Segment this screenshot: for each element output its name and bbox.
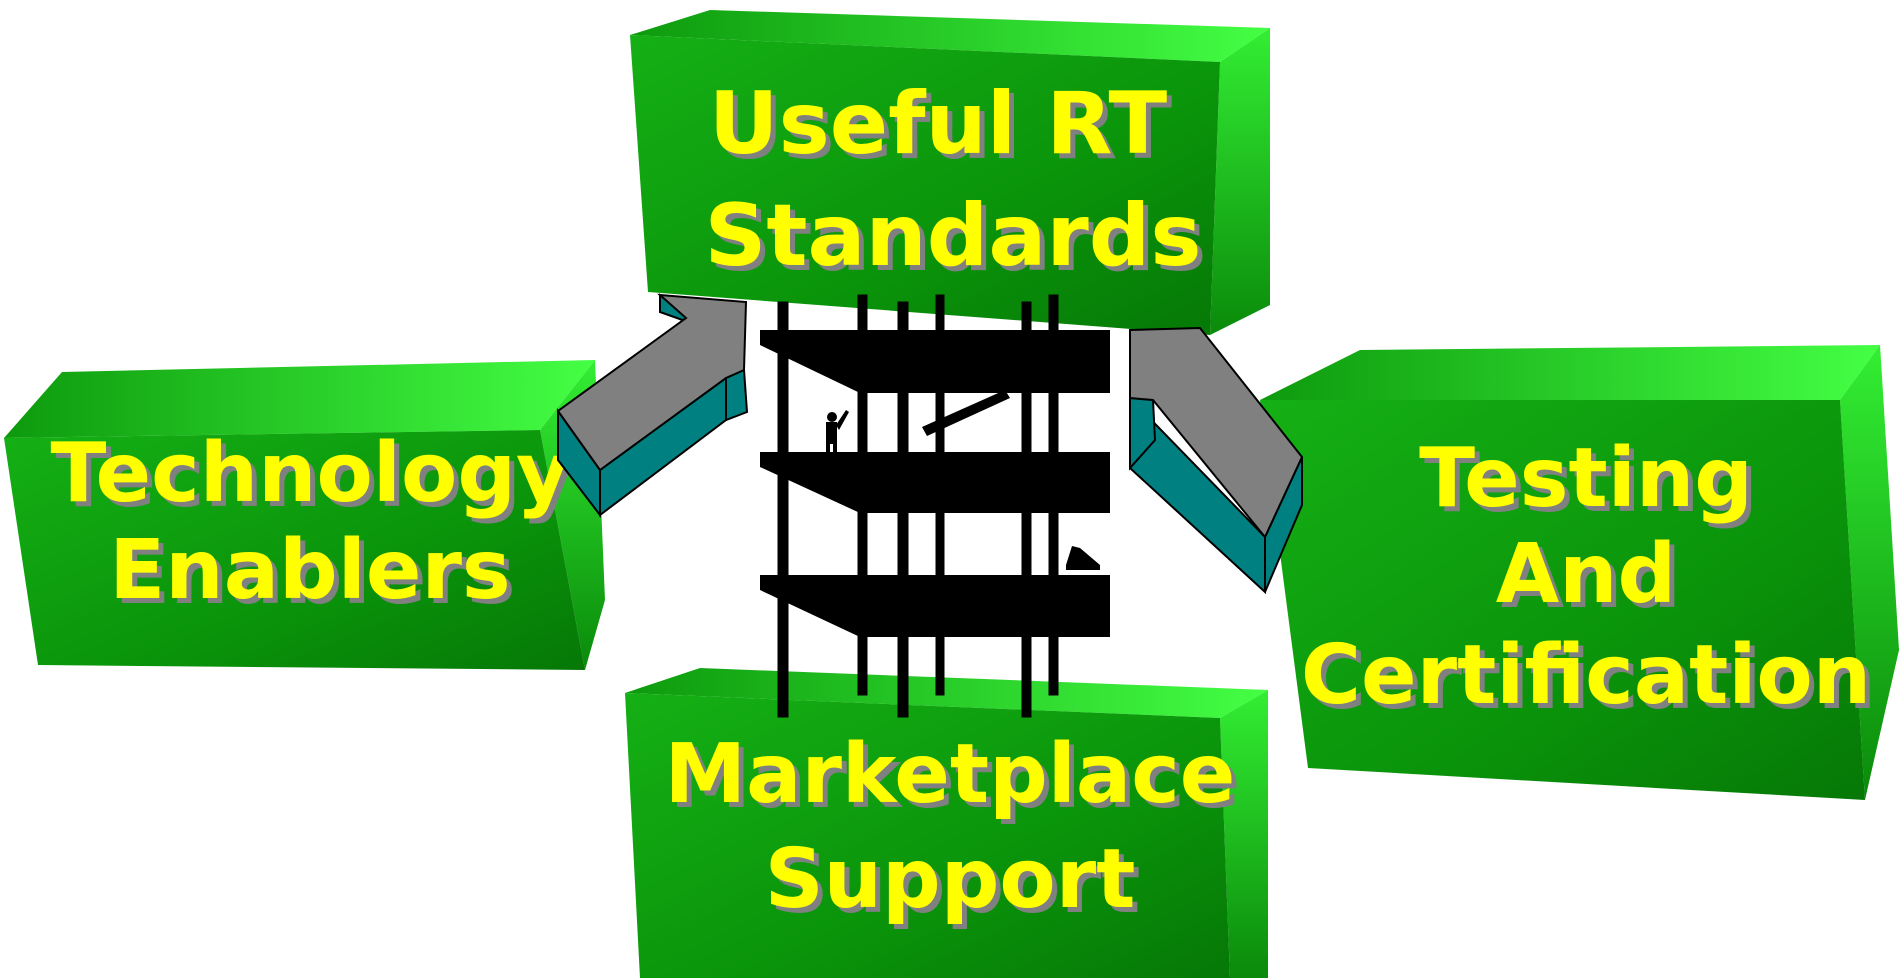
box-label-line-1: Marketplace [665, 727, 1236, 822]
box-top-face [630, 10, 1270, 62]
box-top-face [4, 360, 595, 438]
box-front-face [630, 35, 1220, 335]
box-label-shadow: Technology [56, 431, 575, 526]
arrow-up-left-icon [1129, 326, 1304, 595]
box-side-face [1210, 28, 1270, 335]
box-label-shadow: Useful RT [714, 79, 1173, 179]
building-under-construction-icon [760, 294, 1110, 718]
building-beam [922, 390, 1010, 436]
box-side-face [1840, 345, 1899, 800]
box-front-face [625, 693, 1230, 978]
building-floor-slab [760, 330, 1110, 393]
box-technology-enablers: Technology Technology Enablers Enablers [4, 360, 605, 670]
box-label-line-1: Useful RT [709, 74, 1168, 174]
box-label-line-3: Certification [1301, 628, 1871, 723]
box-label-line-2: Support [765, 832, 1136, 927]
arrow-face [1129, 326, 1304, 539]
box-label-line-2: And [1496, 527, 1677, 622]
box-label-shadow: Standards [709, 191, 1206, 291]
box-label-shadow: Certification [1306, 633, 1876, 728]
arrow-face [556, 293, 748, 472]
box-label-shadow: And [1501, 532, 1682, 627]
box-label-line-1: Technology [51, 426, 570, 521]
equipment-icon [1066, 546, 1100, 570]
box-top-face [1260, 345, 1880, 400]
worker-figure-icon [826, 410, 849, 455]
box-label-line-2: Enablers [109, 523, 510, 618]
box-label-shadow: Testing [1424, 436, 1758, 531]
box-side-face [1220, 690, 1268, 978]
building-floor-slab [760, 575, 1110, 637]
box-front-face [4, 430, 585, 670]
building-floor-slab [760, 452, 1110, 513]
box-front-face [1260, 400, 1865, 800]
building-column [777, 301, 789, 718]
box-label-shadow: Support [770, 837, 1141, 932]
box-label-line-2: Standards [704, 186, 1201, 286]
arrow-up-right-icon [556, 293, 749, 518]
box-label-shadow: Marketplace [670, 732, 1241, 827]
box-label-shadow: Enablers [114, 528, 515, 623]
box-marketplace-support: Marketplace Marketplace Support Support [625, 668, 1268, 978]
box-label-line-1: Testing [1419, 431, 1753, 526]
box-testing-and-certification: Testing Testing And And Certification Ce… [1260, 345, 1899, 800]
box-useful-rt-standards: Useful RT Useful RT Standards Standards [630, 10, 1270, 335]
